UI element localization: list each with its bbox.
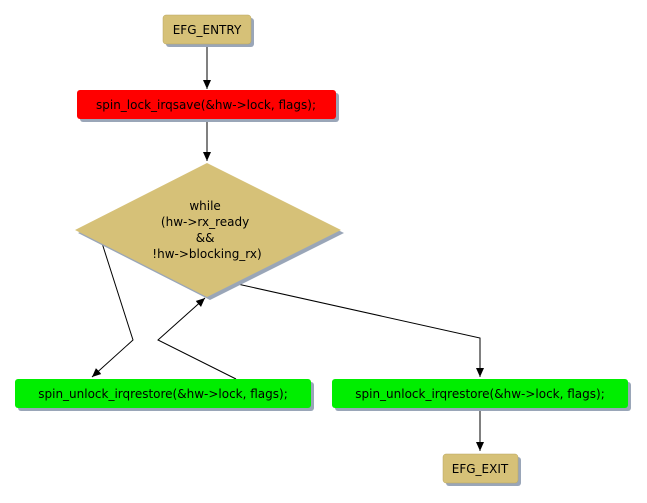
- decision-line-2: (hw->rx_ready: [161, 215, 249, 229]
- node-unlock-left: spin_unlock_irqrestore(&hw->lock, flags)…: [15, 379, 314, 411]
- node-unlock-left-label: spin_unlock_irqrestore(&hw->lock, flags)…: [38, 387, 288, 401]
- node-exit-box: [442, 453, 519, 484]
- decision-line-4: !hw->blocking_rx): [152, 247, 261, 261]
- edge-unlock-left-to-decision: [157, 297, 237, 380]
- node-lock-label: spin_lock_irqsave(&hw->lock, flags);: [96, 98, 316, 112]
- decision-line-1: while: [189, 199, 220, 213]
- edge-decision-to-unlock-right: [232, 282, 484, 377]
- decision-line-3: &&: [196, 231, 215, 245]
- node-entry: EFG_ENTRY: [162, 14, 254, 47]
- node-lock: spin_lock_irqsave(&hw->lock, flags);: [77, 90, 339, 122]
- node-exit: EFG_EXIT: [442, 453, 521, 486]
- node-unlock-right: spin_unlock_irqrestore(&hw->lock, flags)…: [332, 379, 631, 411]
- node-entry-label: EFG_ENTRY: [173, 23, 242, 37]
- node-unlock-right-label: spin_unlock_irqrestore(&hw->lock, flags)…: [355, 387, 605, 401]
- node-decision-label: while (hw->rx_ready && !hw->blocking_rx): [152, 199, 261, 261]
- node-lock-box: [77, 90, 336, 119]
- node-unlock-right-box: [332, 379, 628, 408]
- node-decision: while (hw->rx_ready && !hw->blocking_rx): [75, 163, 344, 300]
- edge-decision-to-unlock-left: [91, 242, 134, 378]
- node-unlock-left-box: [15, 379, 311, 408]
- edges: [91, 45, 484, 451]
- node-decision-diamond: [75, 163, 341, 297]
- node-exit-label: EFG_EXIT: [452, 462, 509, 476]
- node-entry-box: [162, 14, 252, 45]
